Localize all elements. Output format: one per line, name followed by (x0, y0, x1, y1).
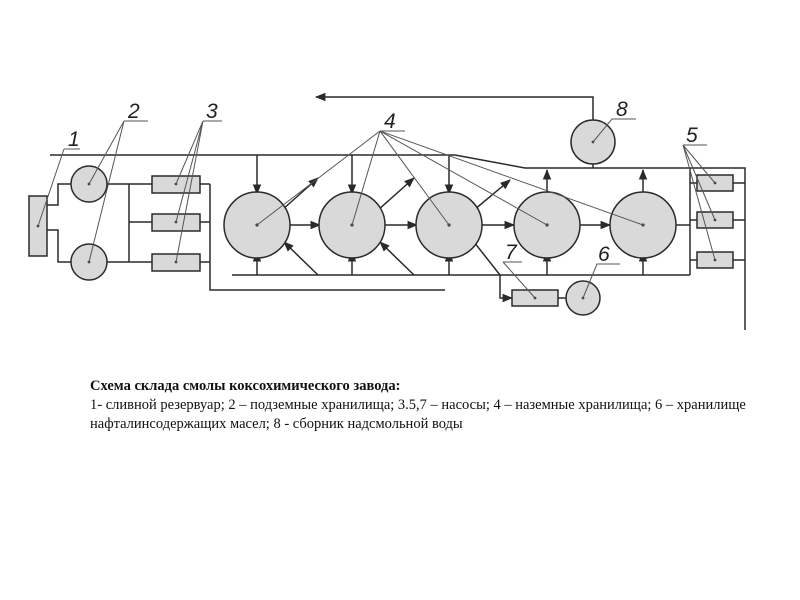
label-8: 8 (616, 98, 628, 121)
return-pipe-arrow (314, 92, 594, 120)
label-5: 5 (686, 124, 698, 147)
label-6: 6 (598, 243, 610, 266)
caption-title: Схема склада смолы коксохимического заво… (90, 378, 401, 394)
number-labels: 1 2 3 4 5 6 7 8 (68, 98, 698, 266)
label-2: 2 (127, 100, 140, 123)
label-1: 1 (68, 128, 80, 151)
upper-header-pipe (50, 154, 746, 330)
pump-5-discharge-stubs (733, 182, 745, 261)
leader-lines (37, 118, 716, 299)
label-7: 7 (505, 241, 518, 264)
lower-return-pipe (209, 184, 445, 291)
label-3: 3 (206, 100, 218, 123)
pipe-to-pump-7 (473, 241, 514, 303)
equipment (28, 119, 734, 316)
pipe-1-to-2-top (47, 183, 72, 206)
pipe-1-to-2-bottom (47, 229, 72, 263)
label-4: 4 (384, 110, 396, 133)
pump-5-suction-stubs (690, 182, 697, 261)
pump-3-discharge-stubs (200, 183, 210, 263)
pipelines (47, 92, 746, 330)
caption-legend: 1- сливной резервуар; 2 – подземные хран… (90, 397, 746, 432)
figure-caption: Схема склада смолы коксохимического заво… (90, 377, 750, 434)
